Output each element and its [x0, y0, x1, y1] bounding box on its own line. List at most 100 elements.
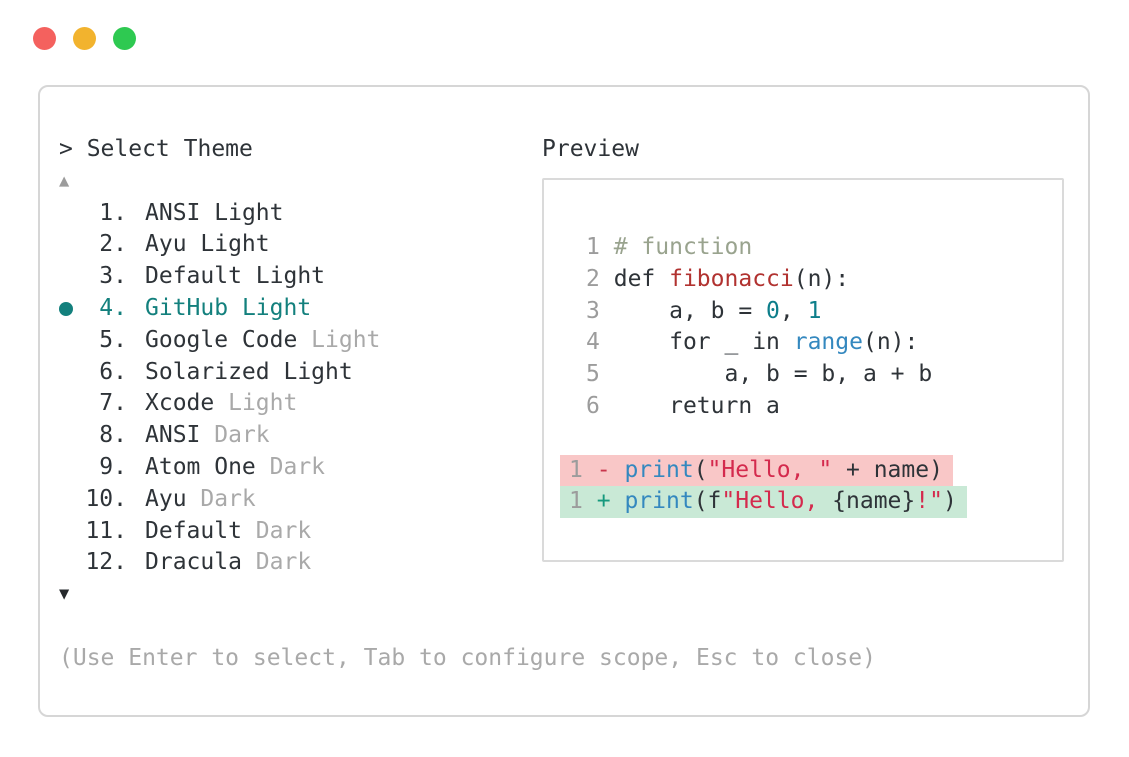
item-number: 9.: [99, 453, 127, 480]
item-number: 5.: [99, 326, 127, 353]
traffic-lights: [33, 27, 136, 50]
line-number: 1: [586, 234, 600, 260]
item-number: 10.: [85, 485, 127, 512]
code-token: return a: [613, 392, 780, 419]
item-label: Xcode Light: [145, 388, 297, 420]
item-variant: Light: [214, 199, 284, 226]
item-number: 3.: [99, 263, 127, 290]
theme-list-item[interactable]: 12. Dracula Dark: [59, 547, 876, 579]
theme-list-item[interactable]: 1.ANSI Light: [59, 198, 876, 230]
item-label: ANSI Light: [145, 198, 284, 230]
minimize-button[interactable]: [73, 27, 96, 50]
close-button[interactable]: [33, 27, 56, 50]
code-token: 1: [807, 297, 822, 324]
marker-space: [59, 357, 80, 389]
item-label: ANSI Dark: [145, 420, 270, 452]
selected-marker: [59, 293, 80, 325]
item-number: 12.: [85, 549, 127, 576]
code-token: !": [915, 488, 943, 515]
code-token: print: [624, 456, 694, 483]
line-number: 2: [586, 265, 600, 292]
theme-list-item[interactable]: 3. Default Light: [59, 261, 876, 293]
theme-list-item[interactable]: 7.Xcode Light: [59, 388, 876, 420]
item-label: Default Light: [145, 261, 325, 293]
item-variant: Dark: [200, 485, 256, 512]
line-number: 1: [569, 456, 583, 483]
code-token: {name}: [832, 488, 916, 515]
theme-list-item[interactable]: 8. ANSI Dark: [59, 420, 876, 452]
item-label: Google Code Light: [145, 325, 380, 357]
marker-space: [59, 198, 80, 230]
item-name: Default: [145, 517, 256, 544]
theme-list-item[interactable]: 4.GitHub Light: [59, 293, 876, 325]
code-token: print: [624, 488, 694, 515]
item-variant: Light: [311, 326, 381, 353]
marker-space: [59, 420, 80, 452]
code-line: 2 def fibonacci(n):: [560, 264, 967, 296]
item-name: Xcode: [145, 390, 229, 417]
diff-highlight: 1 + print(f"Hello, {name}!"): [560, 486, 967, 519]
item-name: Solarized: [145, 358, 284, 385]
item-variant: Light: [200, 231, 270, 258]
marker-space: [59, 325, 80, 357]
code-line: 4 for _ in range(n):: [560, 327, 967, 359]
code-token: "Hello, ": [707, 456, 833, 483]
item-label: Atom One Dark: [145, 452, 325, 484]
footer-hint: (Use Enter to select, Tab to configure s…: [59, 644, 876, 671]
item-variant: Dark: [214, 422, 270, 449]
theme-list-item[interactable]: 5. Google Code Light: [59, 325, 876, 357]
line-number: 6: [586, 392, 600, 419]
diff-line-delete: 1 - print("Hello, " + name): [560, 454, 967, 487]
code-token: (n):: [793, 265, 850, 292]
line-number: 4: [586, 329, 600, 356]
item-name: Default: [145, 263, 256, 290]
code-token: 0: [766, 297, 780, 324]
theme-list-item[interactable]: 11.Default Dark: [59, 516, 876, 548]
item-name: Ayu: [145, 485, 201, 512]
code-line: 3 a, b = 0, 1: [560, 296, 967, 328]
code-token: for _ in: [613, 329, 794, 356]
item-name: ANSI: [145, 422, 215, 449]
marker-space: [59, 229, 80, 261]
code-token: "Hello,: [721, 488, 833, 515]
scroll-down-icon[interactable]: ▼: [59, 584, 70, 605]
code-token: # function: [613, 234, 753, 260]
code-token: range: [793, 329, 863, 356]
item-label: Ayu Light: [145, 229, 270, 261]
blank-line: [560, 423, 967, 455]
theme-list-item[interactable]: 9. Atom One Dark: [59, 452, 876, 484]
theme-list-item[interactable]: 6.Solarized Light: [59, 357, 876, 389]
marker-space: [59, 484, 80, 516]
code-token: a, b =: [613, 297, 767, 324]
marker-space: [59, 516, 80, 548]
theme-list-item[interactable]: 10. Ayu Dark: [59, 484, 876, 516]
code-token: (: [693, 456, 708, 483]
item-variant: Light: [241, 294, 312, 321]
item-number: 8.: [99, 422, 127, 449]
theme-list-item[interactable]: 2.Ayu Light: [59, 229, 876, 261]
item-label: Ayu Dark: [145, 484, 256, 516]
item-variant: Light: [228, 390, 298, 417]
item-label: Solarized Light: [145, 357, 353, 389]
item-name: Dracula: [145, 549, 256, 576]
plus-sign: +: [596, 488, 611, 515]
item-name: Google Code: [145, 326, 312, 353]
item-label: Dracula Dark: [145, 547, 311, 579]
code-token: def: [613, 265, 670, 292]
line-number: 3: [586, 297, 600, 324]
item-variant: Dark: [255, 517, 312, 544]
maximize-button[interactable]: [113, 27, 136, 50]
item-name: ANSI: [145, 199, 215, 226]
code-token: a, b = b, a + b: [613, 361, 933, 388]
code-token: (f: [693, 488, 722, 515]
code-line: 1 # function: [560, 232, 967, 264]
preview-label: Preview: [542, 136, 639, 162]
spacer-row: [59, 611, 876, 643]
code-token: ,: [779, 297, 808, 324]
marker-space: [59, 547, 80, 579]
scroll-up-icon[interactable]: ▲: [59, 170, 70, 191]
item-name: GitHub: [145, 294, 242, 321]
